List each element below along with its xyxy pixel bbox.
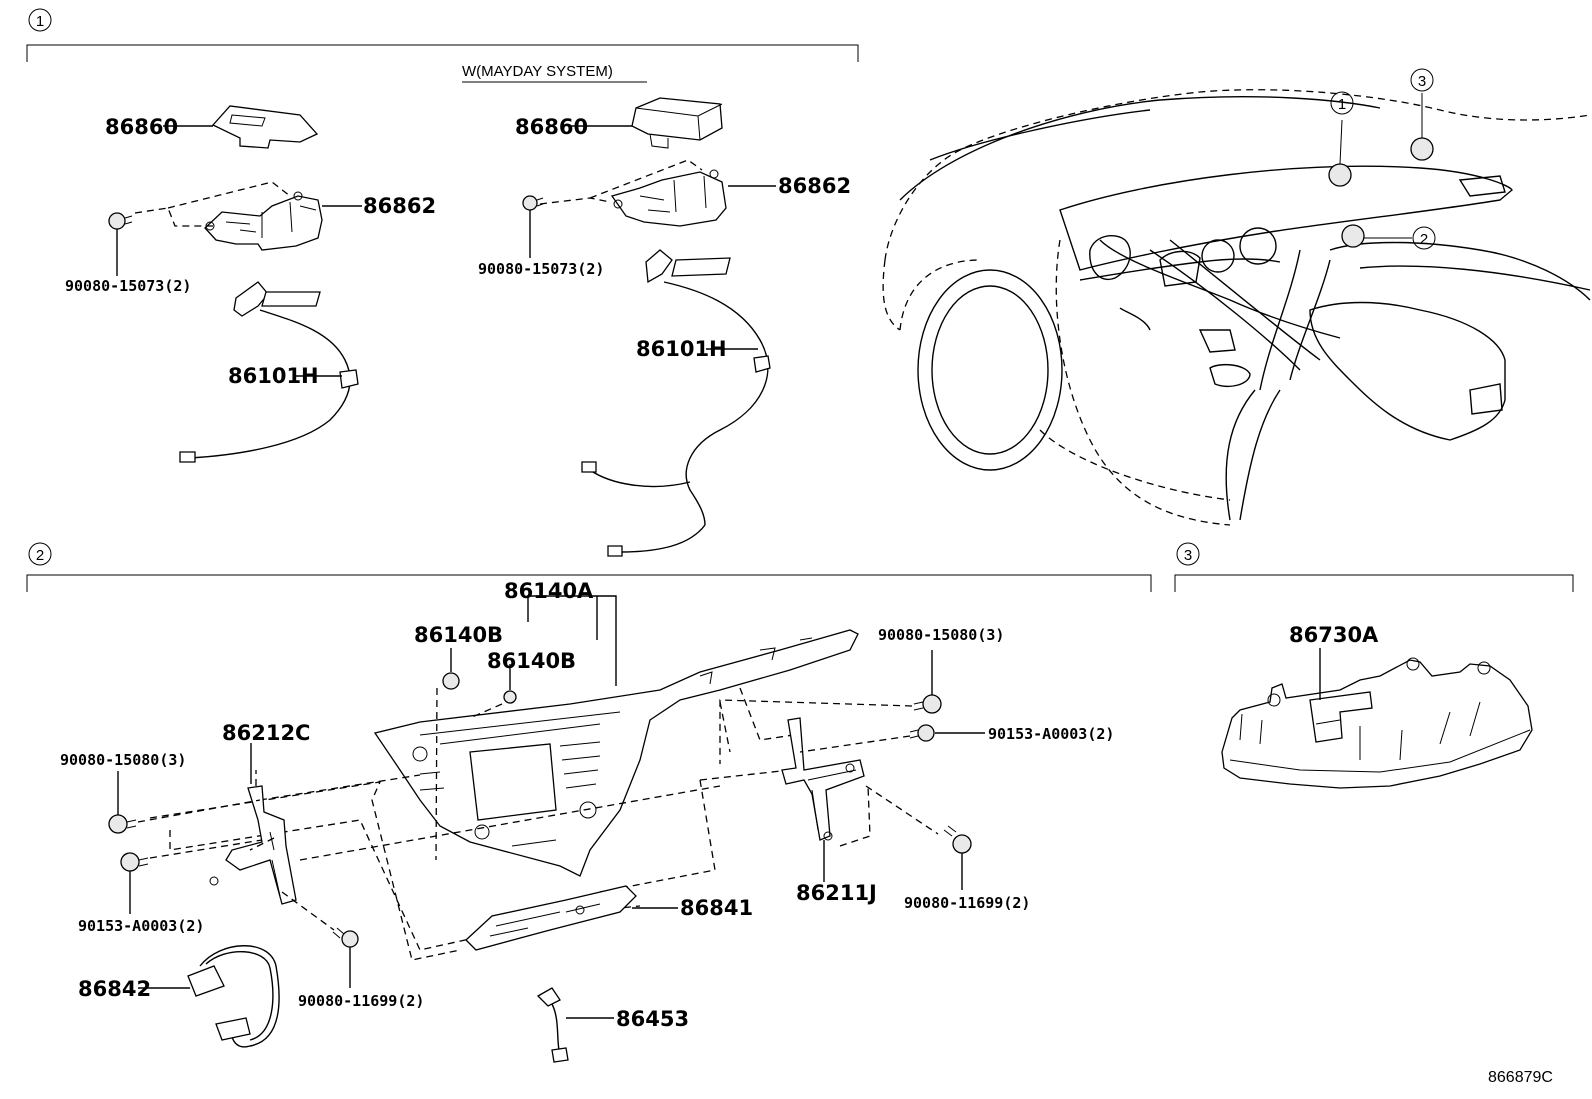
label-86862-a: 86862 xyxy=(363,194,436,218)
label-90153-A0003-left: 90153-A0003(2) xyxy=(78,917,204,935)
section-3-parts: 86730A xyxy=(1221,623,1533,789)
label-86860-a: 86860 xyxy=(105,115,178,139)
car-interior-illustration: 1 2 3 xyxy=(882,68,1591,526)
part-bolt-90080-11699-left xyxy=(332,927,359,948)
car-callout-1-number: 1 xyxy=(1338,96,1346,113)
section-1-number-circle xyxy=(28,8,52,32)
part-86140B-clip-a xyxy=(442,672,460,690)
section-2-parts: 86140A 86140B 86140B xyxy=(60,579,1114,1063)
part-bolt-90153-A0003-left xyxy=(120,852,149,872)
section-3-number: 3 xyxy=(1184,547,1192,564)
label-86212C: 86212C xyxy=(222,721,310,745)
label-86211J: 86211J xyxy=(796,881,877,905)
part-86140B-clip-b xyxy=(503,690,517,704)
car-callout-2-number: 2 xyxy=(1420,231,1428,248)
section-2-number-circle xyxy=(28,542,52,566)
label-86730A: 86730A xyxy=(1289,623,1379,647)
part-86211J-bracket xyxy=(781,717,865,841)
part-86140A-panel xyxy=(373,629,859,877)
label-90080-15080-left: 90080-15080(3) xyxy=(60,751,186,769)
part-86101H-harness-b xyxy=(581,249,771,557)
group-1b: 86860 86862 90080-15073(2) 86101H xyxy=(478,97,851,557)
label-86862-b: 86862 xyxy=(778,174,851,198)
part-86860-module-a xyxy=(211,105,319,149)
section-1-note: W(MAYDAY SYSTEM) xyxy=(462,63,613,80)
part-bolt-90153-A0003-right xyxy=(909,724,935,742)
label-86101H-a: 86101H xyxy=(228,364,319,388)
part-86101H-harness-a xyxy=(179,281,359,463)
diagram-code: 866879C xyxy=(1488,1069,1553,1086)
car-callout-3: 3 xyxy=(1410,68,1434,161)
part-86212C-bracket xyxy=(209,785,297,905)
section-2-header: 2 xyxy=(26,542,1152,592)
car-callout-3-number: 3 xyxy=(1418,73,1426,90)
car-callout-1: 1 xyxy=(1328,91,1354,187)
label-90080-11699-right: 90080-11699(2) xyxy=(904,894,1030,912)
part-bolt-90080-11699-right xyxy=(943,825,972,854)
part-86860-module-b xyxy=(631,97,723,149)
part-bolt-90080-15080-left xyxy=(108,814,137,834)
part-86730A-overhead-console xyxy=(1221,657,1533,789)
part-86862-bracket-a xyxy=(204,191,323,251)
label-86841: 86841 xyxy=(680,896,753,920)
part-86841-component xyxy=(465,885,637,951)
part-86453-harness xyxy=(536,987,569,1063)
label-86140B-b: 86140B xyxy=(487,649,576,673)
section-1-number: 1 xyxy=(36,13,44,30)
label-86101H-b: 86101H xyxy=(636,337,727,361)
car-callout-2: 2 xyxy=(1341,224,1436,250)
part-bolt-90080-15073-a xyxy=(108,212,133,230)
label-90080-15073-a: 90080-15073(2) xyxy=(65,277,191,295)
section-2-bracket xyxy=(26,574,1152,592)
label-86140B-a: 86140B xyxy=(414,623,503,647)
label-86140A: 86140A xyxy=(504,579,594,603)
section-3-bracket xyxy=(1174,574,1574,592)
part-bolt-90080-15080-right xyxy=(913,694,942,714)
part-bolt-90080-15073-b xyxy=(522,195,544,211)
label-90080-11699-left: 90080-11699(2) xyxy=(298,992,424,1010)
part-86842-harness xyxy=(187,945,280,1048)
label-86842: 86842 xyxy=(78,977,151,1001)
section-1-bracket xyxy=(26,44,859,62)
part-86862-bracket-b xyxy=(610,169,727,227)
label-86453: 86453 xyxy=(616,1007,689,1031)
label-90080-15073-b: 90080-15073(2) xyxy=(478,260,604,278)
section-2-number: 2 xyxy=(36,547,44,564)
section-1-header: 1 W(MAYDAY SYSTEM) xyxy=(26,8,859,83)
label-90153-A0003-right: 90153-A0003(2) xyxy=(988,725,1114,743)
group-1a: 86860 86862 90080-15073(2) 86101H xyxy=(65,105,436,463)
section-3-number-circle xyxy=(1176,542,1200,566)
section-3-header: 3 xyxy=(1174,542,1574,592)
label-90080-15080-right: 90080-15080(3) xyxy=(878,626,1004,644)
label-86860-b: 86860 xyxy=(515,115,588,139)
